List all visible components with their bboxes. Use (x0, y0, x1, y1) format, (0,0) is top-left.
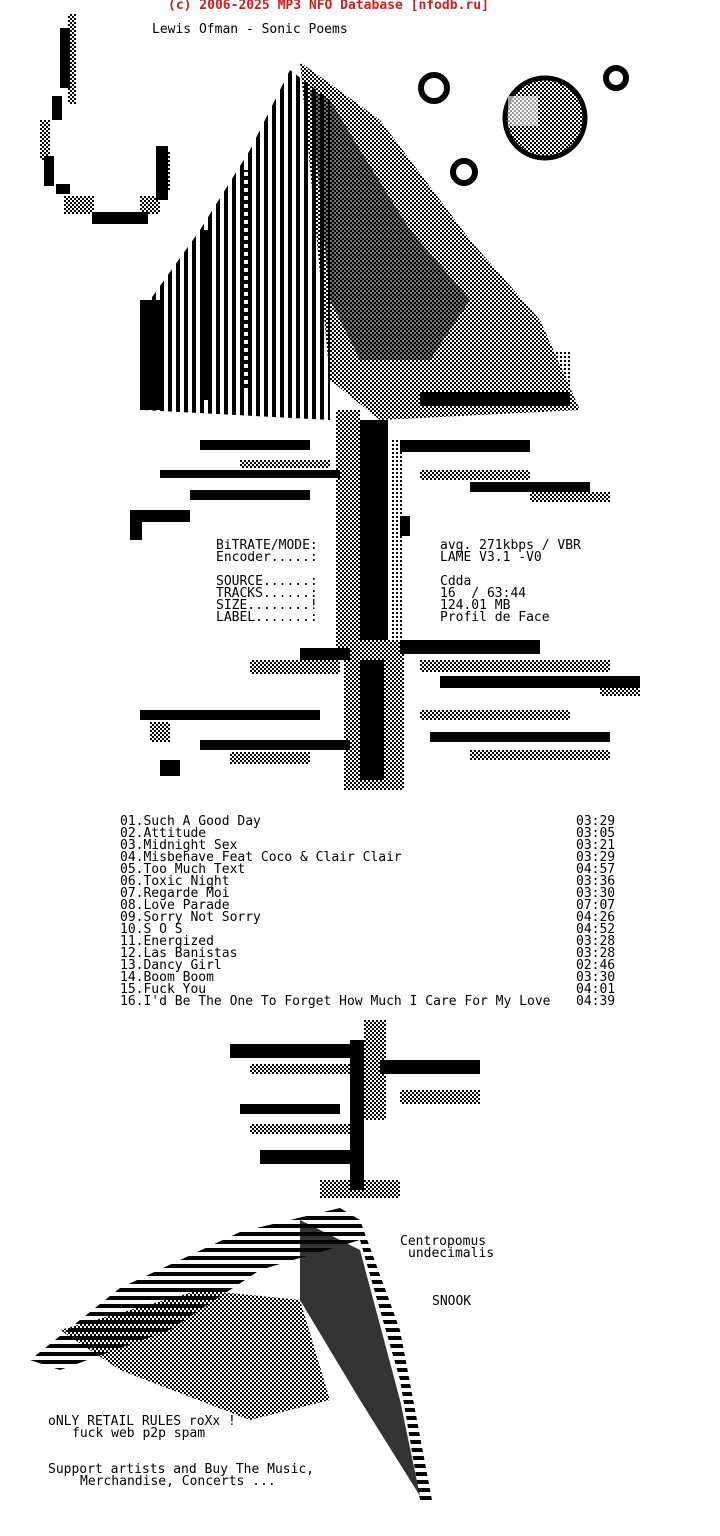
fish-scientific-name-2: undecimalis (408, 1246, 495, 1261)
info-value-tracks: 16 / 63:44 (440, 586, 527, 601)
trunk-art (336, 410, 410, 790)
header-credit: (c) 2006-2025 MP3 NFO Database [nfodb.ru… (168, 0, 489, 13)
fish-art (30, 1020, 480, 1500)
info-label-encoder: Encoder.....: (216, 550, 318, 565)
branches-lower-art (140, 640, 640, 776)
track-duration: 04:52 (576, 922, 616, 937)
track-duration: 04:57 (576, 862, 616, 877)
slogan-line-2: fuck web p2p spam (72, 1426, 206, 1441)
track-title: 02.Attitude (120, 826, 207, 841)
info-value-encoder: LAME V3.1 -V0 (440, 550, 542, 565)
info-label-tracks: TRACKS......: (216, 586, 318, 601)
track-title: 15.Fuck You (120, 982, 207, 997)
track-title: 16.I'd Be The One To Forget How Much I C… (120, 994, 551, 1009)
branches-upper-art (130, 440, 610, 540)
track-duration: 04:39 (576, 994, 616, 1009)
info-label-bitrate: BiTRATE/MODE: (216, 538, 318, 553)
track-duration: 03:30 (576, 886, 616, 901)
moon-art (418, 65, 629, 186)
support-line-1: Support artists and Buy The Music, (48, 1462, 315, 1477)
track-title: 13.Dancy Girl (120, 958, 222, 973)
track-title: 04.Misbehave Feat Coco & Clair Clair (120, 850, 402, 865)
hook-art (40, 14, 172, 224)
support-line-2: Merchandise, Concerts ... (80, 1474, 276, 1489)
slogan-line-1: oNLY RETAIL RULES roXx ! (48, 1414, 236, 1429)
track-duration: 04:01 (576, 982, 616, 997)
info-label-label: LABEL.......: (216, 610, 318, 625)
track-title: 05.Too Much Text (120, 862, 246, 877)
track-duration: 03:28 (576, 934, 616, 949)
track-title: 14.Boom Boom (120, 970, 214, 985)
info-value-label: Profil de Face (440, 610, 550, 625)
track-title: 03.Midnight Sex (120, 838, 238, 853)
track-duration: 03:29 (576, 850, 616, 865)
fish-common-name: SNOOK (432, 1294, 472, 1309)
info-value-source: Cdda (440, 574, 472, 589)
fish-scientific-name: Centropomus (400, 1234, 487, 1249)
info-label-size: SIZE........! (216, 598, 318, 613)
track-title: 11.Energized (120, 934, 214, 949)
info-label-source: SOURCE......: (216, 574, 318, 589)
track-duration: 03:30 (576, 970, 616, 985)
track-duration: 03:05 (576, 826, 616, 841)
track-title: 07.Regarde Moi (120, 886, 230, 901)
track-duration: 02:46 (576, 958, 616, 973)
track-title: 01.Such A Good Day (120, 814, 261, 829)
mountain-art (140, 62, 580, 420)
track-title: 06.Toxic Night (120, 874, 230, 889)
track-title: 10.S O S (120, 922, 183, 937)
track-duration: 03:28 (576, 946, 616, 961)
track-title: 08.Love Parade (120, 898, 230, 913)
track-duration: 03:29 (576, 814, 616, 829)
info-value-size: 124.01 MB (440, 598, 511, 613)
track-title: 12.Las Banistas (120, 946, 238, 961)
track-duration: 04:26 (576, 910, 616, 925)
track-duration: 03:36 (576, 874, 616, 889)
track-duration: 03:21 (576, 838, 616, 853)
track-title: 09.Sorry Not Sorry (120, 910, 261, 925)
info-value-bitrate: avg. 271kbps / VBR (440, 538, 581, 553)
track-duration: 07:07 (576, 898, 616, 913)
release-title: Lewis Ofman - Sonic Poems (152, 22, 348, 37)
